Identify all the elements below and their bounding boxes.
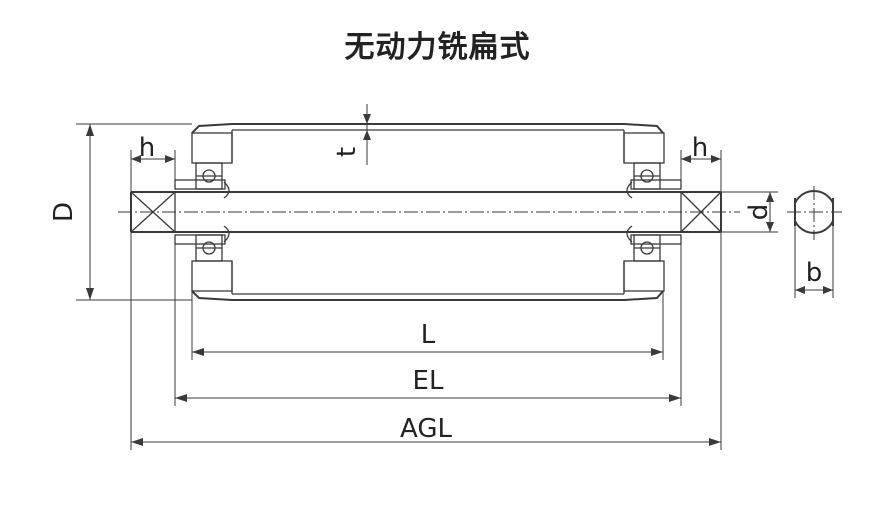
label-b: b bbox=[806, 258, 823, 288]
label-AGL: AGL bbox=[400, 414, 452, 444]
shaft bbox=[118, 191, 740, 233]
label-h-left: h bbox=[139, 133, 155, 163]
roller-tube bbox=[191, 123, 664, 301]
label-t: t bbox=[332, 147, 362, 157]
dimension-d: d bbox=[721, 191, 778, 233]
dimension-D: D bbox=[49, 123, 192, 301]
label-h-right: h bbox=[692, 133, 708, 163]
right-end-cap bbox=[623, 130, 682, 294]
label-d: d bbox=[744, 204, 774, 221]
dimension-EL: EL bbox=[174, 244, 682, 406]
dimension-t: t bbox=[332, 104, 371, 165]
dimension-b: b bbox=[794, 226, 834, 298]
label-L: L bbox=[421, 320, 436, 350]
label-D: D bbox=[49, 202, 79, 222]
dimension-h-right: h bbox=[680, 133, 722, 192]
dimension-h-left: h bbox=[130, 133, 176, 192]
shaft-section bbox=[787, 186, 842, 240]
page-title: 无动力铣扁式 bbox=[344, 30, 531, 65]
label-EL: EL bbox=[413, 366, 444, 396]
dimension-AGL: AGL bbox=[130, 232, 722, 450]
dimension-L: L bbox=[191, 291, 664, 360]
left-end-cap bbox=[174, 130, 233, 294]
